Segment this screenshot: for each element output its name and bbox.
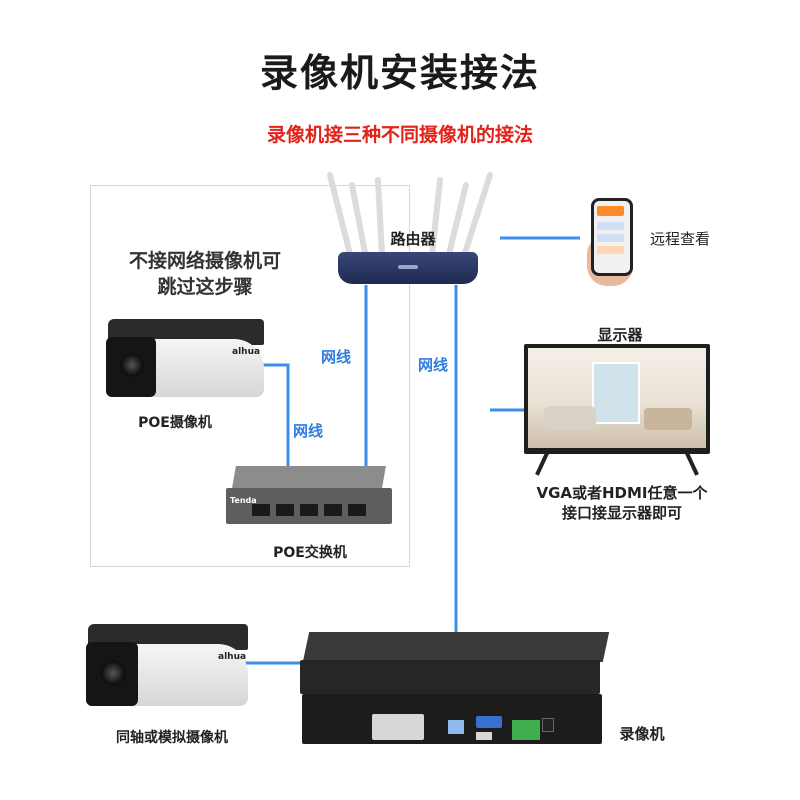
poe-camera: alhua <box>100 315 265 400</box>
cable-label-camera-switch: 网线 <box>293 422 324 440</box>
phone-app-row <box>597 234 624 242</box>
cable-label-router-switch: 网线 <box>321 348 352 366</box>
poe-camera-brand: alhua <box>232 347 261 357</box>
skip-note-line1: 不接网络摄像机可 <box>128 250 281 272</box>
analog-camera-brand: alhua <box>218 652 247 662</box>
nvr-back <box>302 694 602 744</box>
poe-switch-port <box>300 504 318 516</box>
phone-in-hand <box>585 196 635 288</box>
router-antennas <box>327 172 493 265</box>
nvr-bnc-inputs <box>372 714 424 740</box>
poe-camera-label: POE摄像机 <box>138 415 212 431</box>
nvr-hdmi-port <box>476 732 492 740</box>
router <box>338 252 478 288</box>
cable-label-router-nvr: 网线 <box>418 356 449 374</box>
display-room-image <box>528 348 706 448</box>
nvr-power-switch <box>542 718 554 732</box>
poe-switch-top <box>232 466 386 488</box>
display-stand-right <box>685 452 699 476</box>
analog-camera-label: 同轴或模拟摄像机 <box>116 730 228 746</box>
display-note-line2: 接口接显示器即可 <box>561 504 682 522</box>
display-note-line1: VGA或者HDMI任意一个 <box>536 484 708 502</box>
nvr-vga-port <box>476 716 502 728</box>
poe-switch-port <box>252 504 270 516</box>
phone-app-header <box>597 206 624 216</box>
nvr-terminal-block <box>512 720 540 740</box>
poe-switch-brand: Tenda <box>230 496 257 505</box>
router-logo <box>398 265 418 269</box>
nvr <box>300 632 610 752</box>
phone-app-row <box>597 222 624 230</box>
poe-switch-label: POE交换机 <box>273 545 347 561</box>
analog-camera-lens <box>100 660 126 686</box>
poe-switch: Tenda <box>226 466 392 528</box>
analog-camera: alhua <box>82 620 250 710</box>
poe-switch-port <box>348 504 366 516</box>
phone-app-row <box>597 246 624 254</box>
cable-camera-to-switch <box>262 363 290 510</box>
optional-section-box <box>90 185 410 567</box>
nvr-label: 录像机 <box>619 725 665 743</box>
display-monitor <box>524 344 710 479</box>
display-screen <box>524 344 710 454</box>
nvr-front <box>300 660 600 694</box>
router-label: 路由器 <box>390 230 436 248</box>
display-label: 显示器 <box>597 326 643 344</box>
nvr-network-port <box>448 720 464 734</box>
display-stand-left <box>535 452 549 476</box>
nvr-top <box>302 632 610 662</box>
poe-switch-port <box>324 504 342 516</box>
poe-camera-lens <box>120 353 144 377</box>
poe-switch-port <box>276 504 294 516</box>
remote-view-label: 远程查看 <box>649 230 710 248</box>
page-title: 录像机安装接法 <box>259 51 540 95</box>
skip-note-line2: 跳过这步骤 <box>157 276 253 298</box>
page-subtitle: 录像机接三种不同摄像机的接法 <box>266 124 533 146</box>
